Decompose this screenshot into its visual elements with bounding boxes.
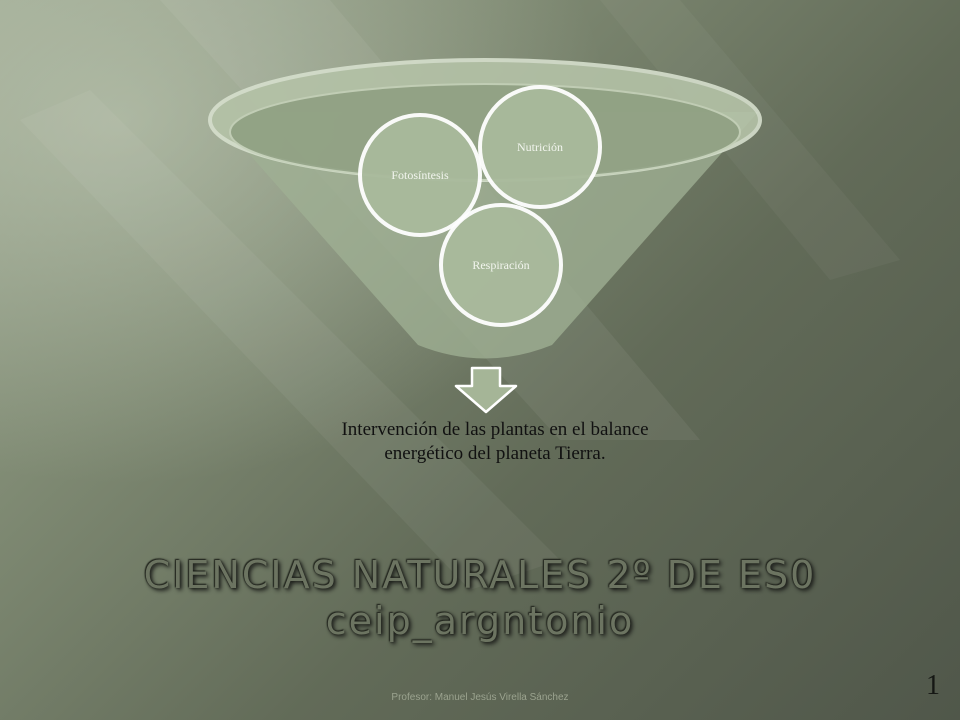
down-arrow-icon — [454, 366, 518, 414]
footer-text: Profesor: Manuel Jesús Virella Sánchez — [391, 692, 569, 703]
circle-fotosintesis: Fotosíntesis — [358, 113, 482, 237]
caption-line-1: Intervención de las plantas en el balanc… — [341, 419, 649, 440]
slide-title-line-2: ceip_argntonio — [325, 599, 635, 643]
circle-label-respiracion: Respiración — [472, 258, 529, 272]
slide-title-line-1: CIENCIAS NATURALES 2º DE ES0 — [143, 553, 817, 597]
slide-title: CIENCIAS NATURALES 2º DE ES0 ceip_argnto… — [80, 552, 880, 644]
circle-label-nutricion: Nutrición — [517, 140, 563, 154]
circle-nutricion: Nutrición — [478, 85, 602, 209]
caption-line-2: energético del planeta Tierra. — [384, 443, 606, 464]
circle-respiracion: Respiración — [439, 203, 563, 327]
slide-number: 1 — [926, 670, 940, 701]
circle-label-fotosintesis: Fotosíntesis — [391, 168, 449, 182]
diagram-caption: Intervención de las plantas en el balanc… — [270, 418, 720, 466]
